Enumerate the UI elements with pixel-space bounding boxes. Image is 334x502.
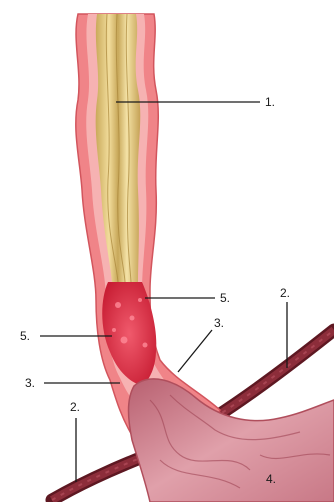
label-1: 1. — [265, 95, 275, 109]
label-2-right: 2. — [280, 286, 290, 300]
blood-vessel-right — [214, 330, 334, 418]
label-4: 4. — [266, 472, 276, 486]
label-3-left: 3. — [25, 376, 35, 390]
label-5-right: 5. — [220, 291, 230, 305]
label-5-left: 5. — [20, 329, 30, 343]
label-2-left: 2. — [70, 400, 80, 414]
label-3-right: 3. — [214, 316, 224, 330]
leader-line-3-right — [178, 330, 212, 372]
